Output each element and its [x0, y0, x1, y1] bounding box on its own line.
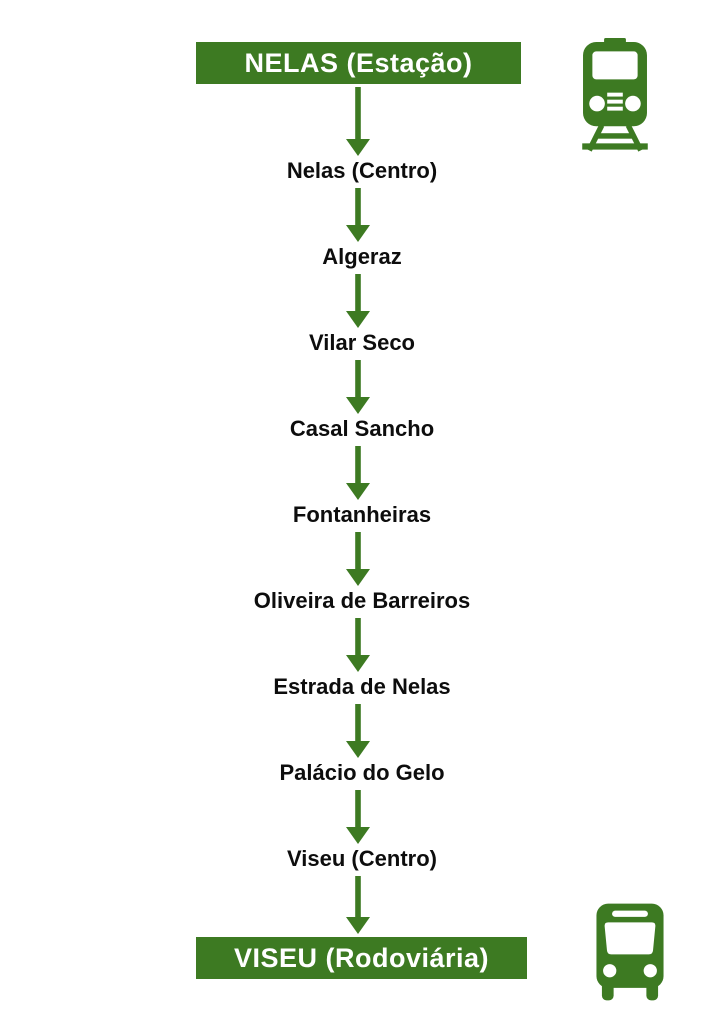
route-arrow-down [346, 274, 370, 328]
route-arrow-down [346, 446, 370, 500]
destination-banner-label: VISEU (Rodoviária) [233, 942, 490, 973]
stop-label: Palácio do Gelo [279, 760, 445, 785]
route-arrow-down [346, 790, 370, 844]
stop-label: Estrada de Nelas [273, 674, 451, 699]
stop-label: Fontanheiras [292, 502, 432, 527]
origin-banner-label: NELAS (Estação) [244, 47, 473, 78]
route-arrow-down [346, 704, 370, 758]
route-arrow-down [346, 876, 370, 934]
destination-banner: VISEU (Rodoviária) [196, 937, 527, 979]
stop-label: Algeraz [322, 244, 402, 269]
stop-label: Vilar Seco [309, 330, 415, 355]
route-arrow-down [346, 188, 370, 242]
bus-icon [596, 903, 664, 1001]
stop-label: Oliveira de Barreiros [253, 588, 471, 613]
stop-label: Nelas (Centro) [286, 158, 438, 183]
stop-label: Casal Sancho [289, 416, 435, 441]
route-arrow-down [346, 87, 370, 156]
route-arrow-down [346, 532, 370, 586]
train-icon [582, 38, 648, 152]
route-arrow-down [346, 360, 370, 414]
stop-label: Viseu (Centro) [287, 846, 437, 871]
route-arrow-down [346, 618, 370, 672]
origin-banner: NELAS (Estação) [196, 42, 521, 84]
